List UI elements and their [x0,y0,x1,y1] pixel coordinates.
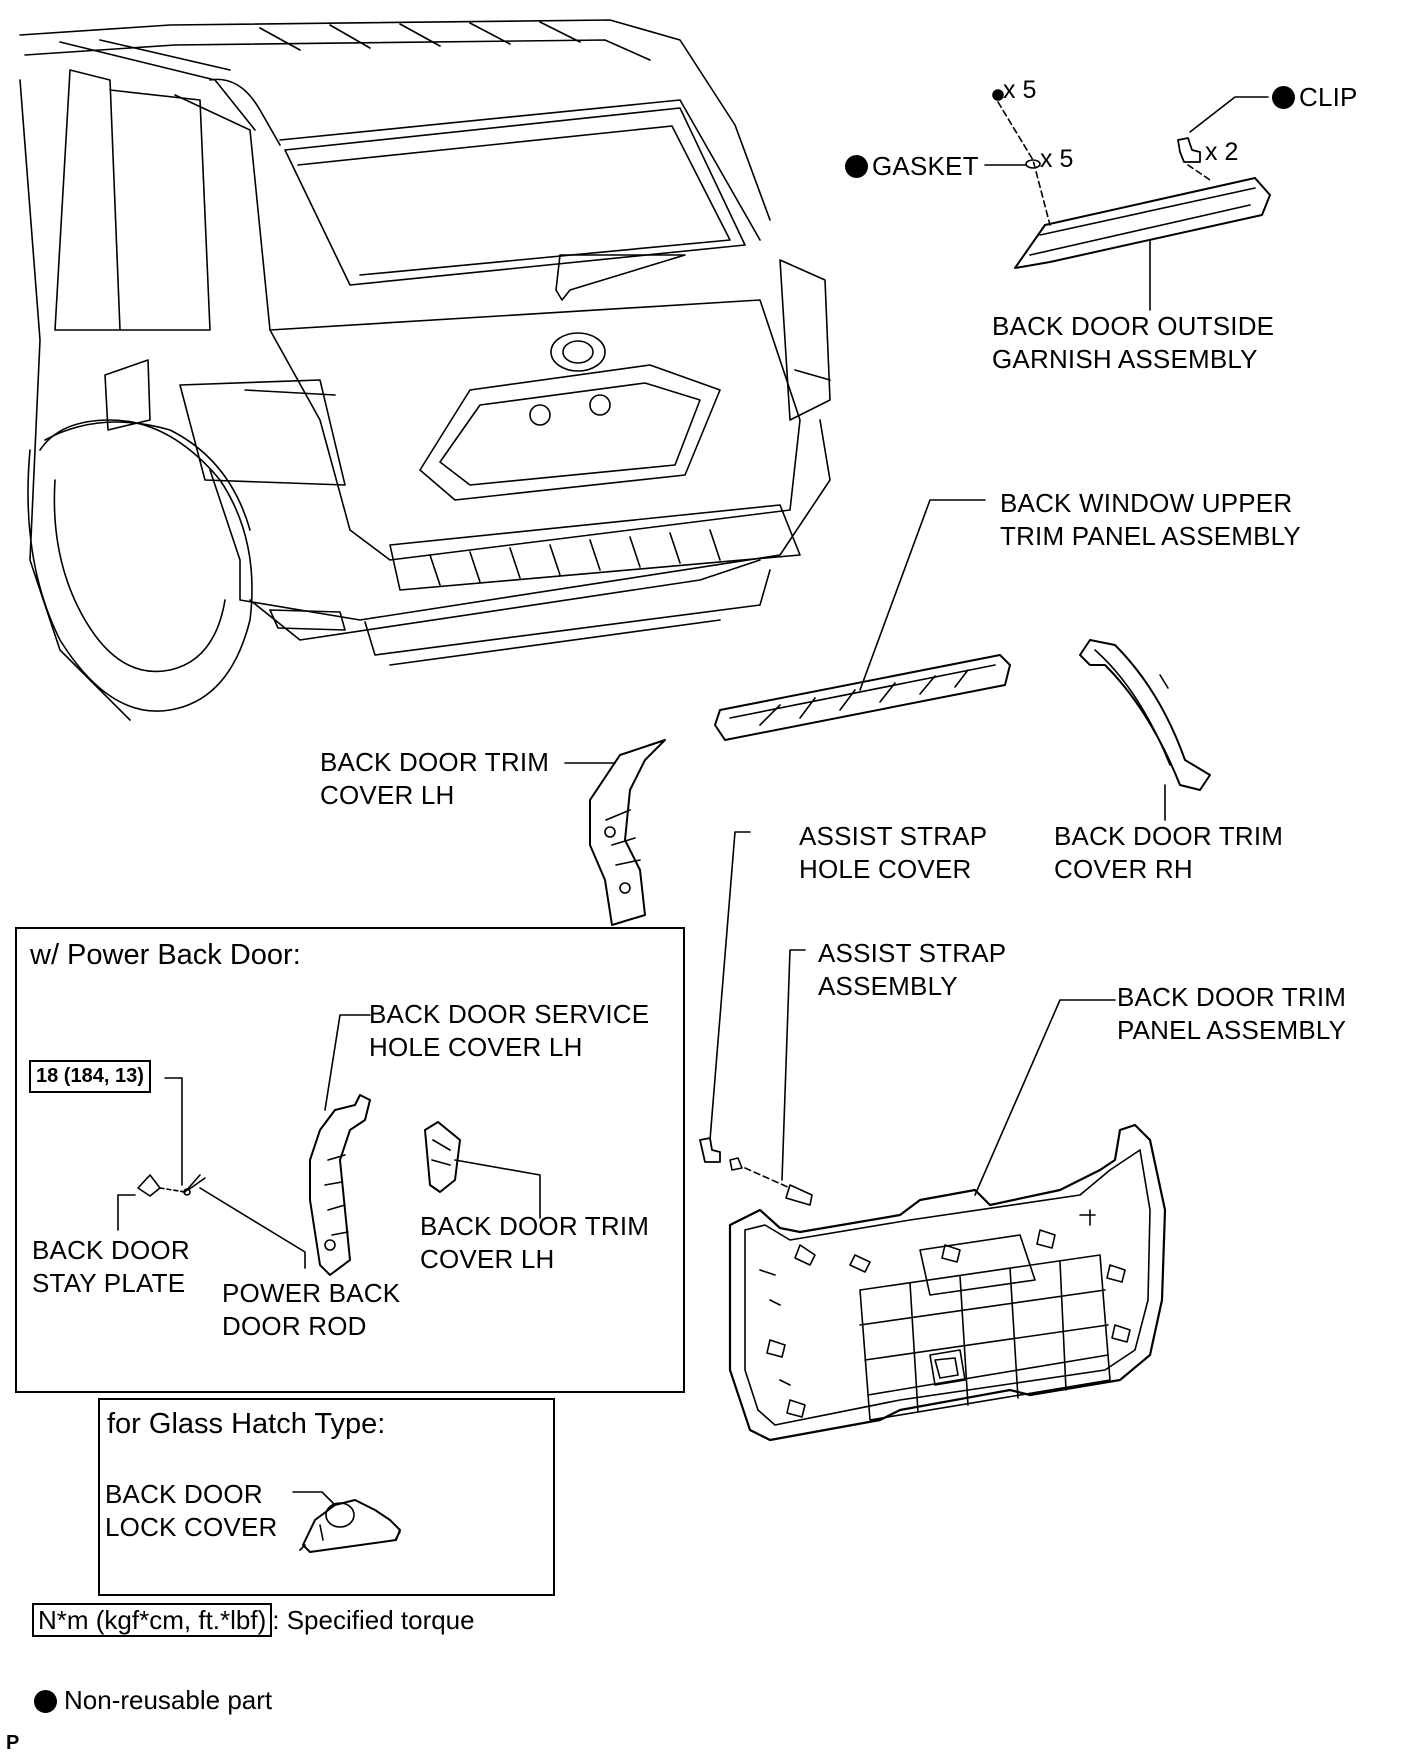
outside-garnish-label: BACK DOOR OUTSIDE GARNISH ASSEMBLY [992,311,1275,374]
nonreusable-dot-icon [845,155,868,178]
stay-plate-label: BACK DOOR STAY PLATE [32,1235,190,1298]
upper-trim-panel-art [714,499,1011,741]
torque-legend-text: : Specified torque [272,1605,475,1635]
trim-panel-art [728,999,1167,1442]
box-trim-cover-lh-label: BACK DOOR TRIM COVER LH [420,1211,650,1274]
torque-value-box: 18 (184, 13) [29,1060,151,1093]
nonreusable-dot-icon [34,1690,57,1713]
service-hole-cover-label: BACK DOOR SERVICE HOLE COVER LH [369,999,650,1062]
torque-unit-box: N*m (kgf*cm, ft.*lbf) [32,1603,273,1637]
trim-cover-lh-art [564,739,666,926]
power-back-door-title: w/ Power Back Door: [30,939,301,971]
gasket-label: GASKET [872,151,979,181]
power-rod-label: POWER BACK DOOR ROD [222,1278,401,1341]
outside-garnish-art [984,89,1271,311]
upper-trim-panel-label: BACK WINDOW UPPER TRIM PANEL ASSEMBLY [1000,488,1301,551]
trim-cover-lh-label: BACK DOOR TRIM COVER LH [320,747,550,810]
assist-strap-assembly-label: ASSIST STRAP ASSEMBLY [818,938,1007,1001]
torque-legend: N*m (kgf*cm, ft.*lbf): Specified torque [32,1603,475,1637]
vehicle-illustration [19,19,831,721]
lock-cover-art [292,1491,401,1553]
corner-mark: P [6,1732,20,1754]
clip-label: CLIP [1299,82,1358,112]
lock-cover-label: BACK DOOR LOCK COVER [105,1479,278,1542]
nonreusable-dot-icon [1272,86,1295,109]
nut-quantity: x 5 [1003,76,1037,104]
nonreusable-legend-text: Non-reusable part [64,1685,273,1715]
clip-quantity: x 2 [1205,138,1239,166]
power-back-door-box [15,927,685,1393]
trim-cover-rh-art [1079,639,1211,821]
glass-hatch-box [98,1398,555,1596]
assist-strap-hole-cover-label: ASSIST STRAP HOLE COVER [799,821,988,884]
assist-strap-art [699,831,813,1206]
power-back-door-art [117,1014,541,1276]
trim-cover-rh-label: BACK DOOR TRIM COVER RH [1054,821,1284,884]
glass-hatch-title: for Glass Hatch Type: [107,1408,386,1440]
gasket-quantity: x 5 [1040,145,1074,173]
trim-panel-assembly-label: BACK DOOR TRIM PANEL ASSEMBLY [1117,982,1347,1045]
